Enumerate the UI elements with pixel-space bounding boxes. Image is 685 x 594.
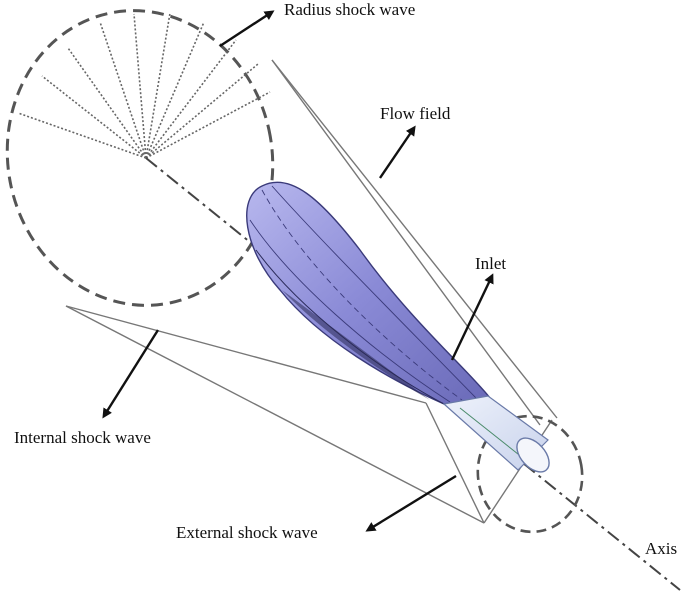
inlet-tube <box>442 395 550 473</box>
axis-label: Axis <box>645 539 678 558</box>
internal-shock-wave-label: Internal shock wave <box>14 428 151 447</box>
internal-shock-arrow <box>102 329 160 419</box>
external-shock-arrow <box>365 474 457 532</box>
external-shock-wave-label: External shock wave <box>176 523 318 542</box>
flow-field-arrow <box>379 125 416 179</box>
radial-rays <box>17 12 271 159</box>
label-arrows <box>102 10 494 532</box>
radius-shock-wave-label: Radius shock wave <box>284 0 416 19</box>
inlet-label: Inlet <box>475 254 507 273</box>
radius-arrow <box>219 10 275 48</box>
rear-shock-ellipse <box>476 414 584 534</box>
inlet-arrow <box>450 273 494 361</box>
flow-field-label: Flow field <box>380 104 451 123</box>
radius-shock-wave-ellipse <box>5 9 275 307</box>
cone-lines <box>65 59 558 524</box>
inlet-body <box>246 181 492 405</box>
